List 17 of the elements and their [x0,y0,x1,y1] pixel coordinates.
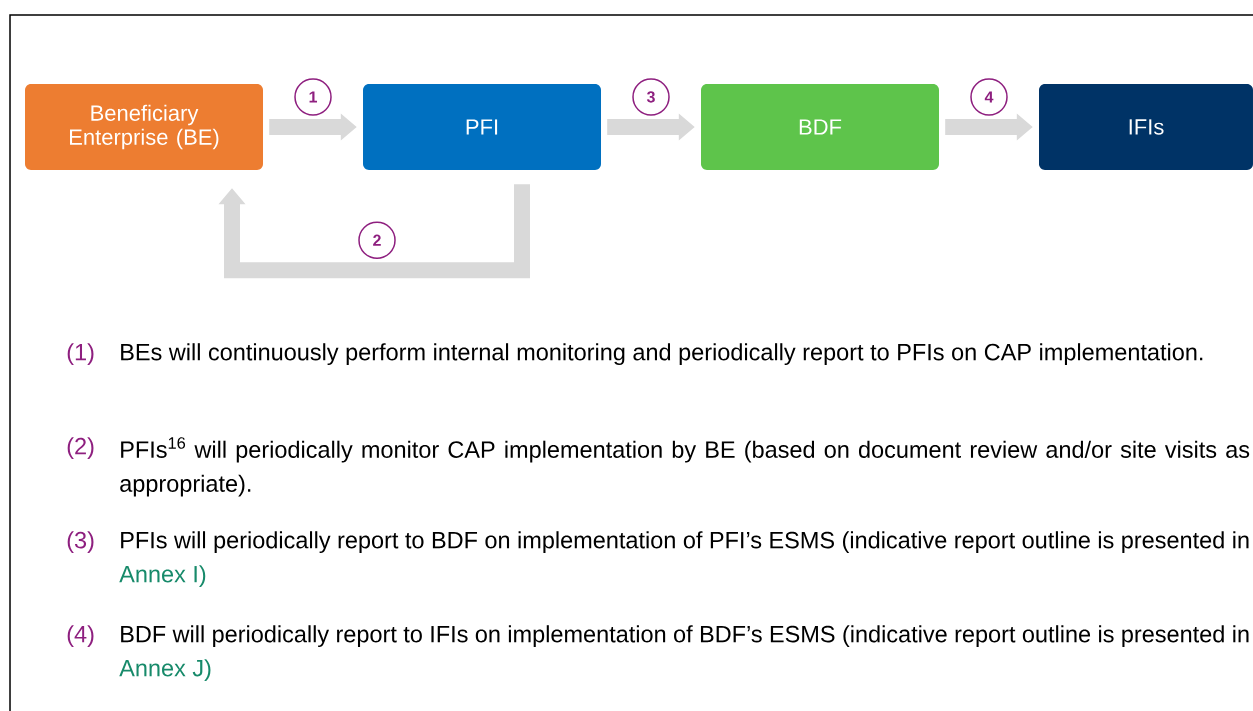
callout-number: 1 [294,78,332,116]
callout-number: 4 [970,78,1008,116]
list-number: (3) [67,531,94,554]
block-arrow [218,184,530,279]
callout-number: 2 [358,221,396,259]
note-text: PFIs will periodically report to BDF on implementation of PFI’s ESMS (indicative report outline is presented in Annex I) [119,531,1249,588]
process-box: PFI [363,84,601,170]
process-box: Beneficiary Enterprise (BE) [25,84,263,170]
list-number: (2) [67,437,94,460]
callout-number: 3 [632,78,670,116]
list-number: (1) [67,343,94,366]
note-text: BEs will continuously perform internal monitoring and periodically report to PFIs on CAP implementation. [121,343,1203,366]
note-text: BDF will periodically report to IFIs on implementation of BDF’s ESMS (indicative report outline is presented in Annex J) [119,625,1249,682]
list-number: (4) [67,625,94,648]
note-text: PFIs$^{16}$ will periodically monitor CAP implementation by BE (based on document review and/or site visits as appropriate). [120,437,1250,497]
process-box: IFIs [1039,84,1253,170]
process-box: BDF [701,84,939,170]
